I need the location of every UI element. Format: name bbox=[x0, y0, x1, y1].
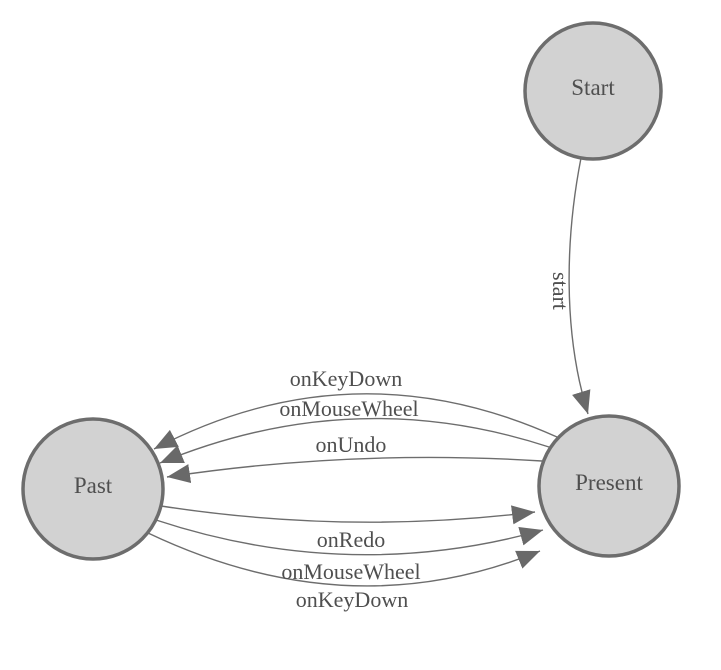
edge-label-onundo: onUndo bbox=[316, 432, 387, 457]
node-start-label: Start bbox=[571, 75, 615, 100]
edge-label-onmousewheel-top: onMouseWheel bbox=[279, 396, 418, 421]
node-start[interactable]: Start bbox=[523, 21, 663, 161]
edge-label-start: start bbox=[548, 272, 573, 310]
node-present[interactable]: Present bbox=[537, 414, 681, 558]
edge-past-to-present-onmousewheel bbox=[155, 519, 544, 556]
edge-start-to-present bbox=[568, 157, 591, 415]
edge-label-onkeydown-top: onKeyDown bbox=[290, 366, 402, 391]
edge-label-onredo: onRedo bbox=[317, 527, 385, 552]
edge-past-to-present-onkeydown bbox=[147, 532, 541, 587]
node-past-label: Past bbox=[74, 473, 113, 498]
node-past[interactable]: Past bbox=[21, 417, 165, 561]
edge-present-to-past-onmousewheel bbox=[159, 417, 550, 464]
node-start-circle bbox=[523, 21, 663, 161]
edge-past-to-present-onredo bbox=[160, 505, 536, 525]
edge-present-to-past-onundo bbox=[166, 456, 543, 484]
node-present-label: Present bbox=[575, 470, 643, 495]
edge-present-to-past-onkeydown bbox=[153, 393, 558, 450]
node-past-circle bbox=[21, 417, 165, 561]
node-present-circle bbox=[537, 414, 681, 558]
edge-label-onmousewheel-bottom: onMouseWheel bbox=[281, 559, 420, 584]
edge-label-onkeydown-bottom: onKeyDown bbox=[296, 587, 408, 612]
